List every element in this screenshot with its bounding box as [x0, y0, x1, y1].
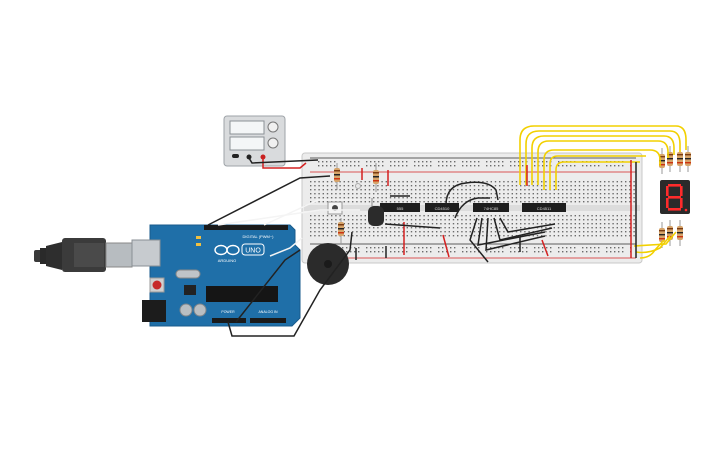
- led[interactable]: [355, 183, 361, 189]
- power-switch[interactable]: [232, 154, 239, 158]
- segment-resistor[interactable]: [677, 220, 683, 246]
- arduino-wires[interactable]: [207, 175, 360, 337]
- usb-controller-chip: [184, 285, 196, 295]
- capacitor[interactable]: [368, 198, 384, 226]
- power-header[interactable]: [212, 318, 246, 323]
- negative-terminal[interactable]: [246, 154, 252, 160]
- power-header-label: POWER: [221, 310, 235, 314]
- resistor-r2[interactable]: [373, 163, 379, 192]
- analog-header-label: ANALOG IN: [258, 310, 278, 314]
- breadboard-jumper-wires[interactable]: [355, 160, 637, 263]
- usb-port[interactable]: [131, 239, 161, 267]
- resistor-r3[interactable]: [338, 218, 344, 244]
- breadboard-holes: [310, 161, 635, 253]
- atmega-chip: [206, 286, 278, 302]
- arduino-logo: UNO ARDUINO: [214, 243, 265, 263]
- ic-cd4511-label: CD4511: [537, 206, 552, 211]
- ic-555-label: 555: [397, 206, 404, 211]
- seven-segment-digit: [666, 184, 688, 212]
- seven-segment-display[interactable]: [660, 180, 690, 214]
- pushbutton[interactable]: [327, 201, 343, 215]
- psu-negative-wire[interactable]: [248, 157, 319, 164]
- current-knob[interactable]: [267, 137, 279, 149]
- digital-header[interactable]: [204, 225, 288, 230]
- voltage-knob[interactable]: [267, 121, 279, 133]
- board-capacitor: [193, 303, 207, 317]
- status-led: [196, 236, 201, 239]
- reset-button[interactable]: [152, 280, 162, 290]
- yellow-wire-bundle[interactable]: [519, 125, 687, 259]
- power-supply[interactable]: [223, 115, 286, 167]
- resistor-r1[interactable]: [334, 163, 340, 190]
- board-capacitor: [179, 303, 193, 317]
- analog-header[interactable]: [250, 318, 286, 323]
- segment-resistor[interactable]: [659, 222, 665, 248]
- current-display: [229, 136, 265, 151]
- positive-terminal[interactable]: [260, 154, 266, 160]
- ic-cd4510[interactable]: CD4510: [425, 203, 459, 212]
- power-jack[interactable]: [142, 300, 166, 322]
- digital-header-label: DIGITAL (PWM~): [243, 234, 275, 239]
- arduino-uno-board[interactable]: DIGITAL (PWM~) UNO ARDUINO POWER ANALOG …: [34, 224, 301, 327]
- usb-cable[interactable]: [34, 238, 133, 272]
- ic-74hc85[interactable]: 74HC85: [473, 203, 509, 212]
- breadboard[interactable]: [301, 152, 643, 264]
- voltage-display: [229, 120, 265, 135]
- center-channel: [304, 205, 640, 211]
- status-led: [196, 243, 201, 246]
- arduino-brand-text: ARDUINO: [218, 258, 236, 263]
- ic-cd4511[interactable]: CD4511: [522, 203, 566, 212]
- uno-logo-text: UNO: [245, 248, 261, 255]
- piezo-buzzer[interactable]: [307, 243, 349, 285]
- crystal-oscillator: [175, 269, 201, 279]
- ic-555[interactable]: 555: [380, 203, 420, 212]
- segment-resistor[interactable]: [685, 146, 691, 172]
- ic-cd4510-label: CD4510: [435, 206, 450, 211]
- ic-74hc85-label: 74HC85: [484, 206, 499, 211]
- resistor-bank[interactable]: [659, 146, 691, 248]
